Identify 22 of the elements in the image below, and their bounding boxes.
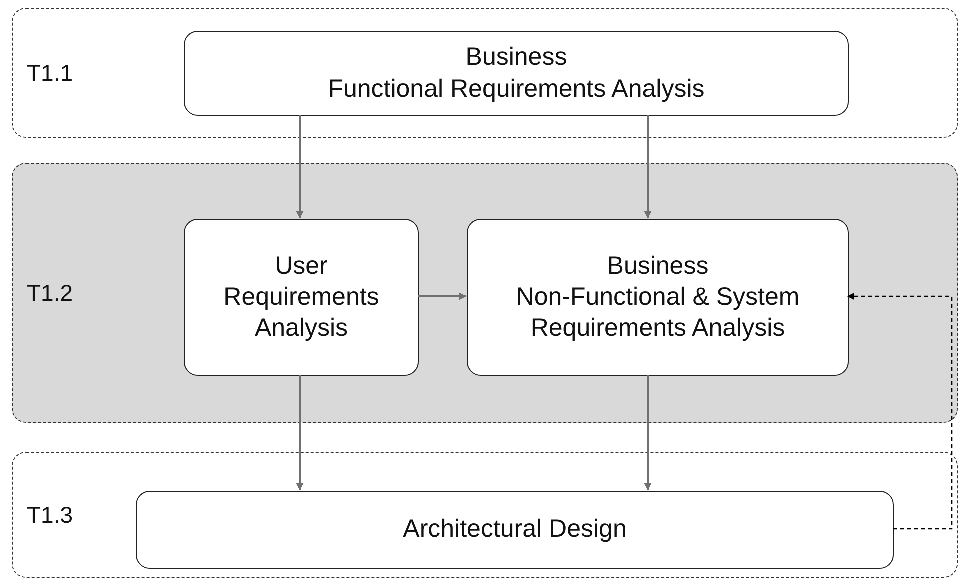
- group-band: [12, 8, 958, 138]
- arrow: [418, 292, 467, 300]
- arrow: [296, 115, 304, 219]
- band-label: T1.2: [27, 278, 74, 308]
- arrow: [296, 375, 304, 491]
- band-label: T1.1: [27, 58, 74, 88]
- process-box: [136, 491, 894, 569]
- arrow: [644, 375, 652, 491]
- group-band: [12, 452, 958, 578]
- band-label: T1.3: [27, 500, 74, 530]
- box-text: Architectural Design: [403, 514, 627, 546]
- group-band: [12, 163, 958, 423]
- box-text: User Requirements Analysis: [222, 250, 380, 344]
- process-box: [184, 219, 419, 376]
- arrow: [847, 293, 953, 530]
- box-text: Business: [466, 42, 568, 74]
- box-text: Non-Functional & System Requirements Analysis: [515, 282, 801, 344]
- process-box: [467, 219, 849, 376]
- arrow: [644, 115, 652, 219]
- box-text: Business: [607, 250, 709, 282]
- process-box: [184, 31, 849, 116]
- box-text: Functional Requirements Analysis: [328, 74, 705, 104]
